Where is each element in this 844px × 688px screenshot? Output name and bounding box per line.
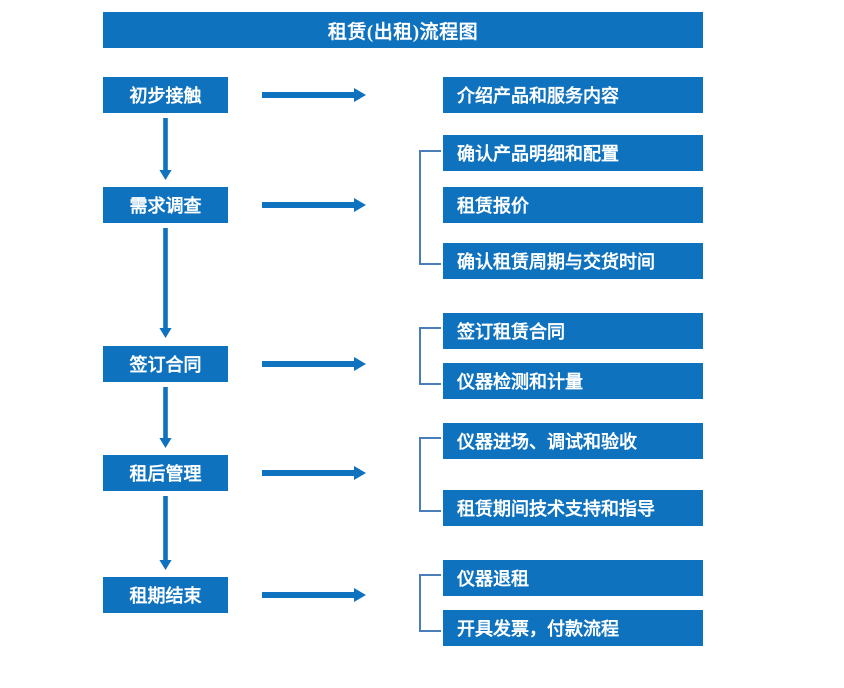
right-arrow-icon [262, 465, 367, 481]
detail-box-return-instrument[interactable]: 仪器退租 [443, 560, 703, 596]
detail-box-invoice-payment[interactable]: 开具发票，付款流程 [443, 610, 703, 646]
detail-box-confirm-specs[interactable]: 确认产品明细和配置 [443, 135, 703, 171]
group-bracket-icon [419, 574, 441, 632]
group-bracket-icon [419, 327, 441, 385]
stage-box-post-rent-mgmt[interactable]: 租后管理 [103, 455, 228, 491]
detail-box-introduce-products[interactable]: 介绍产品和服务内容 [443, 77, 703, 113]
detail-box-instrument-testing[interactable]: 仪器检测和计量 [443, 363, 703, 399]
page-title: 租赁(出租)流程图 [103, 12, 703, 48]
detail-box-confirm-period[interactable]: 确认租赁周期与交货时间 [443, 243, 703, 279]
group-bracket-icon [419, 150, 441, 265]
down-arrow-icon [159, 228, 172, 340]
right-arrow-icon [262, 587, 367, 603]
stage-box-initial-contact[interactable]: 初步接触 [103, 77, 228, 113]
detail-box-install-accept[interactable]: 仪器进场、调试和验收 [443, 423, 703, 459]
down-arrow-icon [159, 387, 172, 450]
detail-box-tech-support[interactable]: 租赁期间技术支持和指导 [443, 490, 703, 526]
detail-box-sign-lease[interactable]: 签订租赁合同 [443, 313, 703, 349]
right-arrow-icon [262, 356, 367, 372]
group-bracket-icon [419, 437, 441, 512]
stage-box-demand-survey[interactable]: 需求调查 [103, 187, 228, 223]
down-arrow-icon [159, 118, 172, 182]
right-arrow-icon [262, 87, 367, 103]
detail-box-rental-quote[interactable]: 租赁报价 [443, 187, 703, 223]
right-arrow-icon [262, 197, 367, 213]
stage-box-lease-end[interactable]: 租期结束 [103, 577, 228, 613]
down-arrow-icon [159, 496, 172, 572]
stage-box-sign-contract[interactable]: 签订合同 [103, 346, 228, 382]
